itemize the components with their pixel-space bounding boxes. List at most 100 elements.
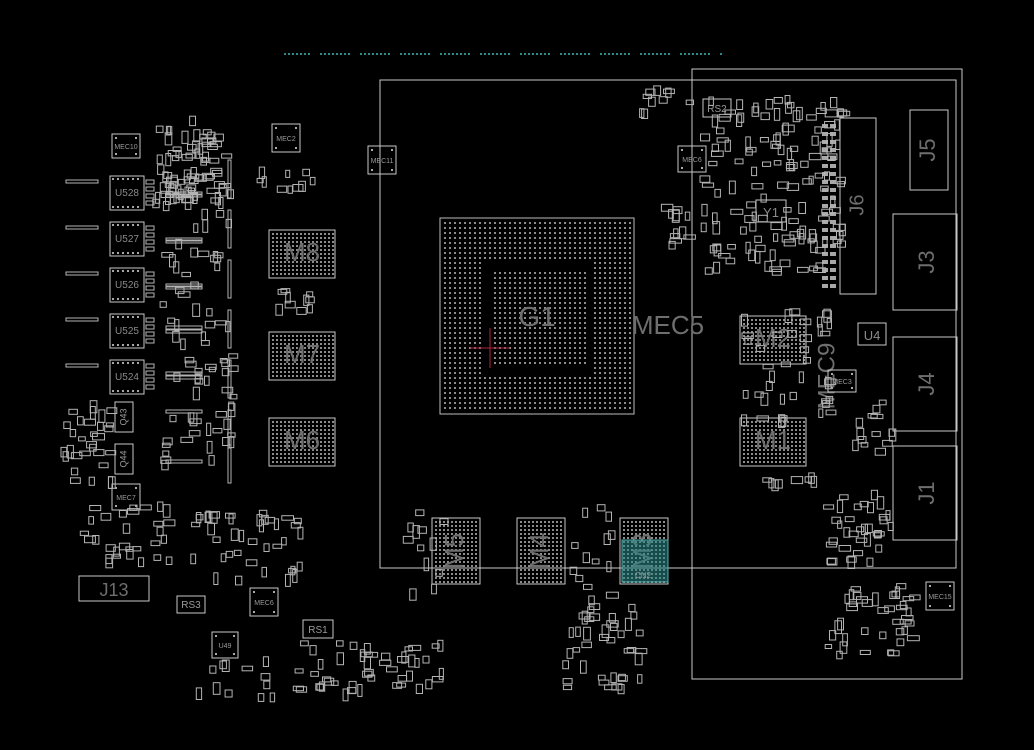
bga-ball	[544, 347, 546, 349]
label-j3: J3	[914, 250, 939, 273]
chip-ball	[284, 375, 286, 377]
gpu-bga-g1[interactable]: G1	[439, 217, 635, 415]
chip-ball	[532, 581, 534, 583]
chip-ball	[635, 533, 637, 535]
connector-j1[interactable]: J1	[892, 445, 958, 541]
regulator-u525[interactable]: U525	[65, 313, 203, 349]
chip-ball	[316, 437, 318, 439]
connector-j13[interactable]: J13	[78, 575, 150, 602]
smd-pad	[247, 538, 258, 545]
part-mec7[interactable]: MEC7	[111, 483, 141, 511]
label-j6: J6	[846, 194, 868, 215]
part-mec10[interactable]: MEC10	[111, 133, 141, 159]
connector-j3[interactable]: J3	[892, 213, 958, 311]
connector-j4[interactable]: J4	[892, 336, 958, 432]
part-mec15[interactable]: MEC15	[925, 581, 955, 611]
chip-ball	[751, 339, 753, 341]
bga-ball	[504, 342, 506, 344]
memory-chip-m1[interactable]: M1	[739, 417, 807, 467]
bga-ball	[454, 302, 456, 304]
chip-ball	[552, 529, 554, 531]
transistor-q43[interactable]: Q43	[114, 401, 134, 433]
bga-ball	[559, 312, 561, 314]
chip-ball	[655, 521, 657, 523]
part-mec2[interactable]: MEC2	[271, 123, 301, 153]
smd-pad	[190, 553, 197, 565]
bga-ball	[529, 247, 531, 249]
bga-ball	[594, 392, 596, 394]
bga-ball	[499, 337, 501, 339]
part-mec6[interactable]: MEC6	[249, 587, 279, 617]
chip-ball	[755, 437, 757, 439]
memory-chip-m4[interactable]: M4	[516, 517, 566, 585]
chip-ball	[328, 265, 330, 267]
chip-ball	[779, 421, 781, 423]
chip-ball	[747, 433, 749, 435]
chip-ball	[320, 241, 322, 243]
regulator-u527[interactable]: U527	[65, 221, 203, 257]
chip-ball	[308, 347, 310, 349]
chip-ball	[320, 461, 322, 463]
memory-chip-m7[interactable]: M7	[268, 331, 336, 381]
bga-ball	[594, 357, 596, 359]
bga-ball	[499, 277, 501, 279]
bga-ball	[629, 352, 631, 354]
resistor-rs2[interactable]: RS2	[702, 98, 732, 118]
transistor-q44[interactable]: Q44	[114, 443, 134, 475]
chip-ball	[332, 253, 334, 255]
connector-cn2-highlight[interactable]: CN2	[621, 539, 669, 583]
connector-j5[interactable]: J5	[909, 109, 949, 191]
smd-pad	[62, 451, 69, 462]
part-u49[interactable]: U49	[211, 631, 239, 659]
chip-ball	[783, 355, 785, 357]
chip-u4[interactable]: U4	[857, 322, 887, 346]
bga-ball	[459, 387, 461, 389]
resistor-rs3[interactable]: RS3	[176, 595, 206, 614]
connector-j6[interactable]: J6	[822, 117, 877, 295]
smd-pad	[575, 574, 584, 583]
bga-ball	[614, 252, 616, 254]
chip-ball	[276, 421, 278, 423]
label-u528: U528	[115, 188, 139, 199]
bga-ball	[449, 337, 451, 339]
memory-chip-m5[interactable]: M5	[431, 517, 481, 585]
bga-ball	[594, 382, 596, 384]
smd-pad	[300, 640, 309, 647]
memory-chip-m8[interactable]: M8	[268, 229, 336, 279]
chip-ball	[328, 371, 330, 373]
chip-ball	[332, 339, 334, 341]
bga-ball	[474, 327, 476, 329]
bga-ball	[629, 287, 631, 289]
bga-ball	[469, 252, 471, 254]
smd-pad	[734, 158, 744, 165]
regulator-u524[interactable]: U524	[65, 359, 203, 395]
chip-ball	[552, 525, 554, 527]
part-mec11[interactable]: MEC11	[367, 145, 397, 175]
bga-ball	[534, 387, 536, 389]
chip-ball	[743, 359, 745, 361]
memory-chip-m6[interactable]: M6	[268, 417, 336, 467]
chip-ball	[304, 461, 306, 463]
bga-ball	[584, 317, 586, 319]
chip-ball	[304, 433, 306, 435]
chip-ball	[332, 437, 334, 439]
chip-ball	[324, 363, 326, 365]
chip-ball	[631, 521, 633, 523]
bga-ball	[619, 342, 621, 344]
chip-ball	[312, 375, 314, 377]
resistor-rs1[interactable]: RS1	[302, 619, 334, 639]
part-mec6[interactable]: MEC6	[677, 145, 707, 173]
smd-pad	[77, 416, 84, 426]
smd-pad	[285, 573, 291, 587]
memory-chip-m2[interactable]: M2	[739, 315, 807, 365]
bga-ball	[464, 367, 466, 369]
part-mec3[interactable]: MEC3	[827, 369, 857, 393]
smd-pad	[839, 494, 849, 501]
smd-pad	[397, 656, 409, 663]
regulator-u528[interactable]: U528	[65, 175, 203, 211]
bga-ball	[569, 352, 571, 354]
bga-ball	[509, 297, 511, 299]
smd-pad	[276, 185, 288, 193]
bga-ball	[549, 222, 551, 224]
bga-ball	[579, 347, 581, 349]
